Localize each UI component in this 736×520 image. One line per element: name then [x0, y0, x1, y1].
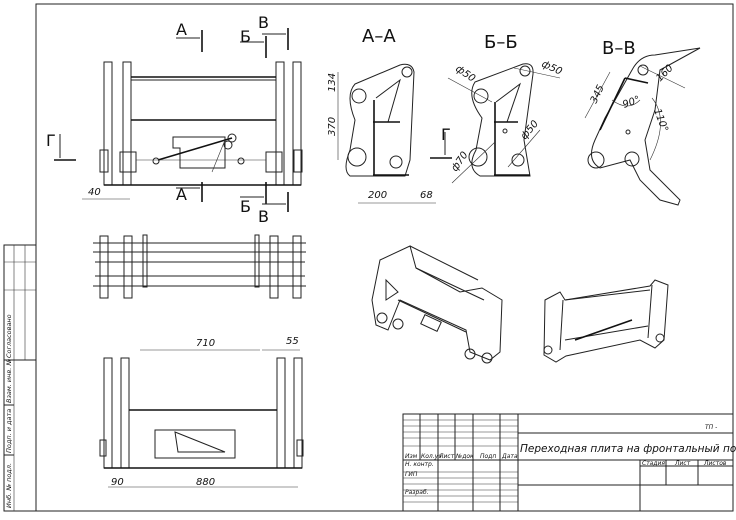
front-view: [99, 61, 303, 186]
dimension-d50-top: ф50: [540, 59, 564, 78]
top-view: [93, 234, 306, 299]
title-block: ТП - Переходная плита на фронтальный пог…: [402, 413, 736, 512]
side-inv-replace: Взам. инв. №: [5, 359, 13, 403]
dimension-90-deg: 90°: [621, 94, 641, 110]
dimension-40: 40: [88, 187, 101, 198]
section-mark-b-bottom: Б: [240, 197, 251, 216]
dimension-370: 370: [327, 117, 338, 136]
role-razrab: Разраб.: [405, 489, 429, 496]
dimension-90: 90: [111, 477, 124, 488]
section-mark-g-b: Г: [441, 125, 451, 144]
dimension-68: 68: [420, 190, 433, 201]
section-b-b: Б–Б ф50 ф50 ф50 ф70 Г: [430, 32, 564, 184]
section-markers: А А Б В Б В Г 40: [46, 13, 289, 226]
section-mark-a-bottom: А: [176, 185, 187, 204]
sheets-label: Листов: [703, 460, 727, 467]
dimension-110-deg: 110°: [651, 107, 670, 133]
dimension-d70: ф70: [449, 150, 470, 174]
side-sign-date: Подп. и дата: [5, 409, 13, 453]
stage-label: Стадия: [642, 460, 665, 467]
col-ndok: №док: [455, 453, 474, 460]
section-v-v: В–В 345 160 90° 110°: [584, 38, 701, 206]
dimension-710: 710: [196, 338, 215, 349]
isometric-view-front: [371, 245, 503, 364]
rear-view: 710 55 880 90: [99, 336, 304, 488]
dimension-d50-bottom: ф50: [519, 119, 541, 142]
side-inv-orig: Инб. № подл.: [5, 463, 13, 508]
col-izm: Изм: [405, 453, 418, 460]
section-mark-b-top: Б: [240, 27, 251, 46]
drawing-title: Переходная плита на фронтальный погрузчи…: [520, 443, 736, 455]
role-gip: ГИП: [405, 471, 418, 478]
section-mark-v-top: В: [258, 13, 269, 32]
section-title-v-v: В–В: [602, 38, 636, 59]
col-data: Дата: [501, 453, 518, 460]
col-list: Лист: [438, 453, 455, 460]
col-podp: Подп: [480, 453, 496, 460]
section-title-a-a: А–А: [362, 26, 396, 47]
dimension-d50-left: ф50: [453, 63, 477, 84]
dimension-134: 134: [327, 73, 338, 92]
sheet-label: Лист: [674, 460, 691, 467]
role-n-kontr: Н. контр.: [405, 461, 434, 468]
section-title-b-b: Б–Б: [484, 32, 518, 53]
dimension-55: 55: [286, 336, 299, 347]
dimension-160: 160: [654, 63, 675, 84]
section-a-a: А–А 134 370 200 68: [327, 26, 436, 204]
side-strip: Согласовано Взам. инв. № Подп. и дата Ин…: [3, 244, 37, 512]
section-mark-v-bottom: В: [258, 207, 269, 226]
dimension-880: 880: [196, 477, 215, 488]
section-mark-a-top: А: [176, 20, 187, 39]
col-kol-uch: Кол.уч: [421, 453, 442, 460]
dimension-200: 200: [368, 190, 387, 201]
dimension-345: 345: [589, 83, 607, 105]
doc-code: ТП -: [705, 424, 717, 431]
side-agreed: Согласовано: [5, 314, 13, 358]
isometric-view-rear: [543, 279, 669, 363]
section-mark-g: Г: [46, 131, 56, 150]
